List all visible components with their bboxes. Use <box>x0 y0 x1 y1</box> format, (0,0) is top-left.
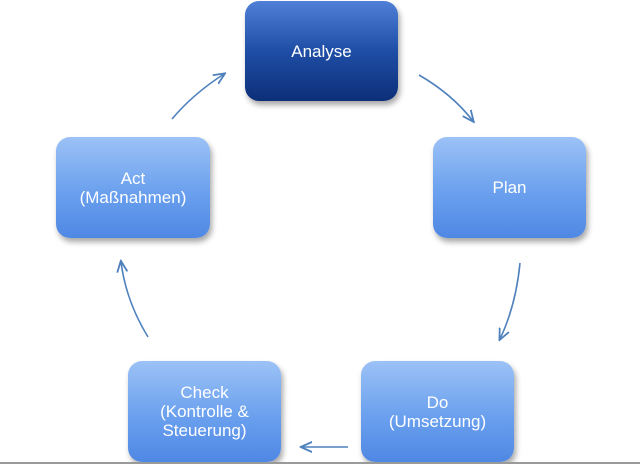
node-act: Act (Maßnahmen) <box>56 137 210 238</box>
node-plan-label: Plan <box>492 178 527 197</box>
node-check-sublabel-1: (Kontrolle & <box>160 402 249 421</box>
node-check-label: Check <box>180 383 229 402</box>
arrow-plan-to-do <box>500 262 521 339</box>
bottom-divider <box>0 462 640 464</box>
arrow-analyse-to-plan <box>418 74 473 121</box>
node-analyse: Analyse <box>245 1 398 101</box>
arrow-check-to-act <box>121 262 149 338</box>
node-do-sublabel: (Umsetzung) <box>388 411 487 431</box>
node-check-sublabel-2: Steuerung) <box>162 421 247 440</box>
node-check: Check (Kontrolle & Steuerung) <box>128 361 281 462</box>
node-do: Do (Umsetzung) <box>361 361 514 462</box>
node-act-sublabel: (Maßnahmen) <box>79 187 187 207</box>
arrow-act-to-analyse <box>171 74 224 120</box>
node-plan: Plan <box>433 137 586 238</box>
node-do-label: Do <box>426 392 449 412</box>
node-act-label: Act <box>120 168 146 188</box>
node-analyse-label: Analyse <box>291 41 352 61</box>
